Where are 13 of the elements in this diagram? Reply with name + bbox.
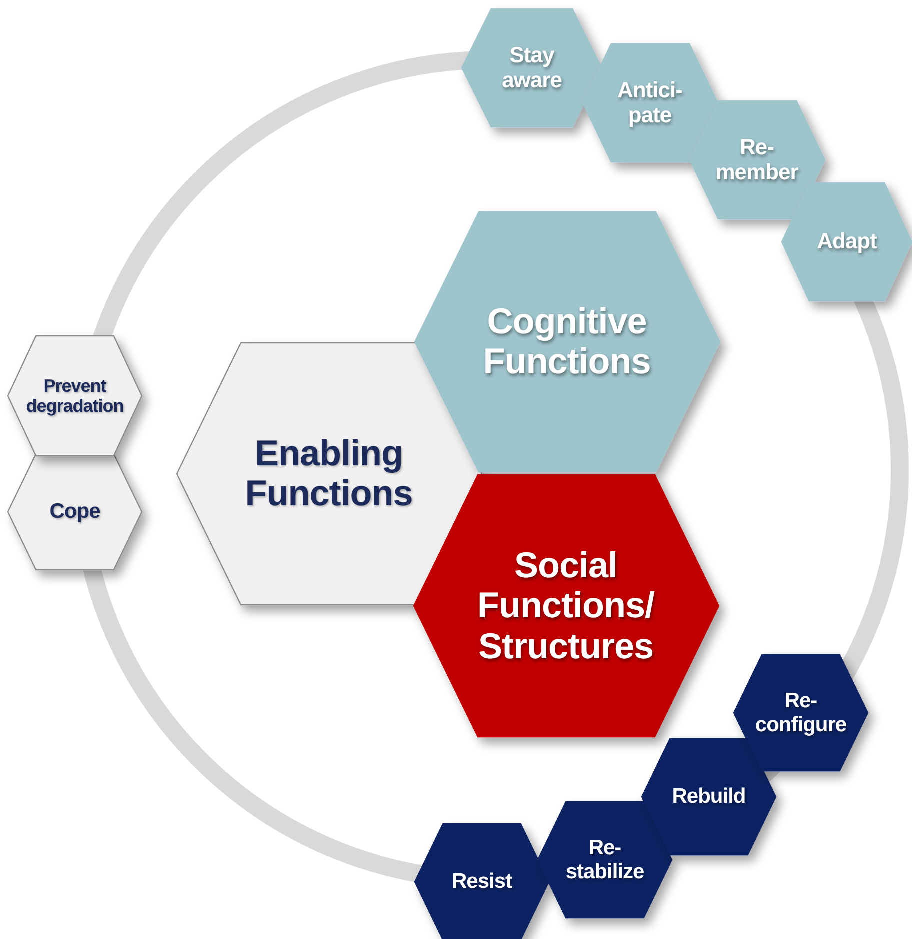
hexagon-label: Cope	[50, 500, 100, 524]
hexagon-label: Social Functions/ Structures	[478, 546, 654, 666]
hexagon-label: Stay aware	[502, 43, 562, 93]
hexagon-label: Adapt	[817, 230, 877, 254]
hexagon-label: Resist	[452, 870, 512, 894]
hexagon-label: Antici- pate	[618, 78, 682, 128]
hexagon-label: Rebuild	[672, 785, 746, 809]
hexagon-label: Re- member	[716, 135, 798, 185]
hexagon-label: Prevent degradation	[26, 376, 124, 416]
hexagon-label: Cognitive Functions	[483, 302, 651, 382]
hexagon-label: Re- configure	[755, 689, 847, 737]
hexagon-label: Re- stabilize	[566, 836, 644, 884]
hexagon-label: Enabling Functions	[245, 434, 413, 514]
